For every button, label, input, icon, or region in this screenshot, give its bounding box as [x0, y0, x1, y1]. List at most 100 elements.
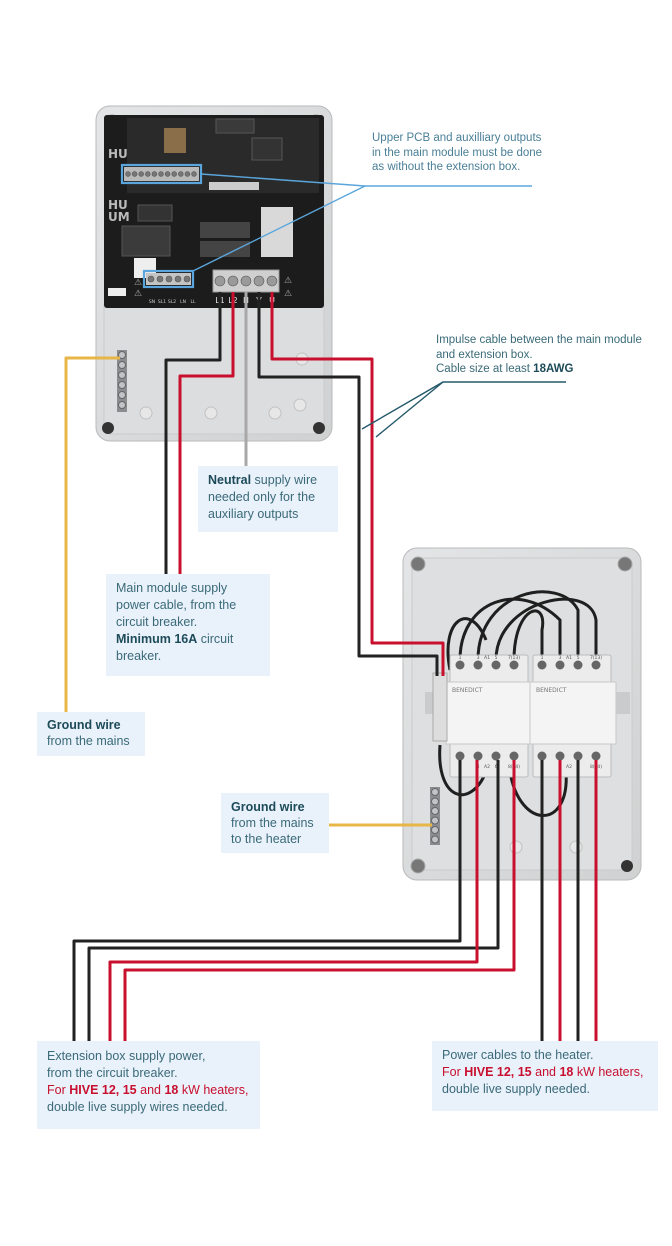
ext-supply-note-line: Extension box supply power, — [47, 1049, 206, 1063]
contactor-screw-icon — [573, 751, 583, 761]
contactor-screw-icon — [455, 660, 465, 670]
contactor-screw-icon — [509, 660, 519, 670]
upper-pcb-note-line: Upper PCB and auxilliary outputs — [372, 132, 542, 144]
terminal-screw-icon — [138, 171, 144, 177]
breaker-rating: Minimum 16A — [116, 632, 198, 646]
terminal-screw-icon — [214, 275, 226, 287]
aux-terminal-highlight — [142, 269, 195, 289]
contactor-terminal-label: 3 — [559, 655, 562, 661]
wifi-chip — [164, 128, 186, 153]
connector — [215, 118, 255, 134]
main-supply-note-line: breaker. — [116, 649, 162, 663]
ground-screw-icon — [431, 816, 439, 825]
aux-terminal-label: SN — [149, 299, 155, 305]
terminal-screw-icon — [184, 171, 191, 177]
jumper-wire — [494, 597, 598, 661]
mount-boss — [139, 406, 153, 420]
terminal-screw-icon — [131, 171, 138, 177]
main-supply-note-line: circuit breaker. — [116, 615, 198, 629]
contactor-1-face — [445, 681, 533, 745]
main-supply-l1-wire — [164, 292, 222, 574]
warning-text: kW heaters, — [178, 1083, 249, 1097]
terminal-screw-icon — [164, 171, 171, 177]
impulse-note-text: Cable size at least — [436, 363, 534, 375]
contactor-terminal-label: 1 — [459, 655, 462, 661]
model-18: 18 — [559, 1065, 574, 1079]
white-blocks — [108, 288, 126, 296]
ground-heater-note-line: to the heater — [231, 832, 302, 846]
screw-hole-icon — [313, 422, 325, 434]
aux-terminal-label: LL — [190, 299, 196, 305]
terminal-screw-icon — [227, 275, 239, 287]
jumper-wire — [476, 590, 580, 661]
ext-supply-black-2 — [87, 760, 500, 1041]
aux-terminal-label: SL1 — [158, 299, 166, 305]
upper-pcb-note-line: as without the extension box. — [372, 161, 521, 173]
contactor-terminal-label: 1 — [541, 655, 544, 661]
huum-logo: HU — [108, 198, 128, 212]
contactor-terminal-label: 7(13) — [508, 655, 520, 661]
contactor-terminal-label: A1 — [566, 655, 572, 661]
warning-text: For — [442, 1065, 465, 1079]
mount-boss — [268, 406, 282, 420]
warning-icon: ⚠ — [284, 288, 292, 298]
jumper-wire — [438, 744, 488, 797]
contactor-terminal-label: 5 — [495, 655, 498, 661]
upper-pcb-note-line: in the main module must be done — [372, 146, 543, 159]
ground-screw-icon — [118, 371, 126, 379]
ground-heater-note: Ground wire from the mains to the heater — [221, 793, 329, 853]
main-supply-l2-wire — [178, 292, 235, 574]
terminal-screw-icon — [191, 171, 197, 177]
mount-boss — [204, 406, 218, 420]
contactor-screw-icon — [555, 660, 565, 670]
main-supply-note: Main module supply power cable, from the… — [106, 574, 270, 676]
ext-supply-note-line: from the circuit breaker. — [47, 1066, 178, 1080]
relay — [200, 222, 250, 238]
ground-screw-icon — [431, 788, 439, 796]
ext-supply-live-1 — [108, 760, 479, 1041]
contactor-screw-icon — [491, 660, 501, 670]
terminal-screw-icon — [174, 275, 182, 283]
contactor-screw-icon — [491, 751, 501, 761]
relay — [200, 241, 250, 257]
jumper-wire — [512, 609, 545, 661]
impulse-callout-line — [361, 381, 566, 430]
contactor-screw-icon — [509, 751, 519, 761]
ground-screw-icon — [431, 835, 439, 844]
contactor-brand: BENEDICT — [452, 687, 483, 694]
terminal-screw-icon — [147, 275, 155, 283]
power-relay — [261, 207, 293, 257]
contactor-terminal-label: A2 — [484, 764, 490, 770]
neutral-note-line: needed only for the — [208, 490, 316, 504]
warning-text: kW heaters, — [573, 1065, 644, 1079]
ground-screw-icon — [431, 807, 439, 815]
ground-screw-icon — [118, 351, 126, 359]
heater-note-line: double live supply needed. — [442, 1082, 591, 1096]
ext-supply-live-2 — [123, 760, 516, 1041]
ground-heater-note-line: from the mains — [231, 816, 314, 830]
terminal-screw-icon — [253, 275, 265, 287]
contactor-terminal-label: A2 — [566, 764, 572, 770]
jumper-wire — [446, 617, 488, 671]
model-list: HIVE 12, 15 — [464, 1065, 532, 1079]
model-list: HIVE 12, 15 — [69, 1083, 137, 1097]
warning-icon: ⚠ — [134, 277, 142, 287]
terminal-screw-icon — [171, 171, 177, 177]
heater-note-line: Power cables to the heater. — [442, 1048, 594, 1062]
heater-cables-note: Power cables to the heater. For HIVE 12,… — [432, 1041, 658, 1111]
contactor-screw-icon — [537, 660, 547, 670]
warning-text: For — [47, 1083, 70, 1097]
terminal-screw-icon — [183, 275, 191, 283]
heater-note-warning: For HIVE 12, 15 and 18 kW heaters, — [442, 1064, 648, 1081]
ground-screw-icon — [118, 401, 126, 409]
transformer — [121, 225, 171, 257]
contactor-screw-icon — [537, 751, 547, 761]
screw-hole-icon — [102, 422, 114, 434]
neutral-note-bold: Neutral — [208, 473, 252, 487]
aux-terminal-label: SL2 — [168, 299, 176, 305]
warning-icon: ⚠ — [284, 275, 292, 285]
ground-wire-main — [64, 356, 120, 712]
main-supply-note-line: Main module supply — [116, 581, 228, 595]
